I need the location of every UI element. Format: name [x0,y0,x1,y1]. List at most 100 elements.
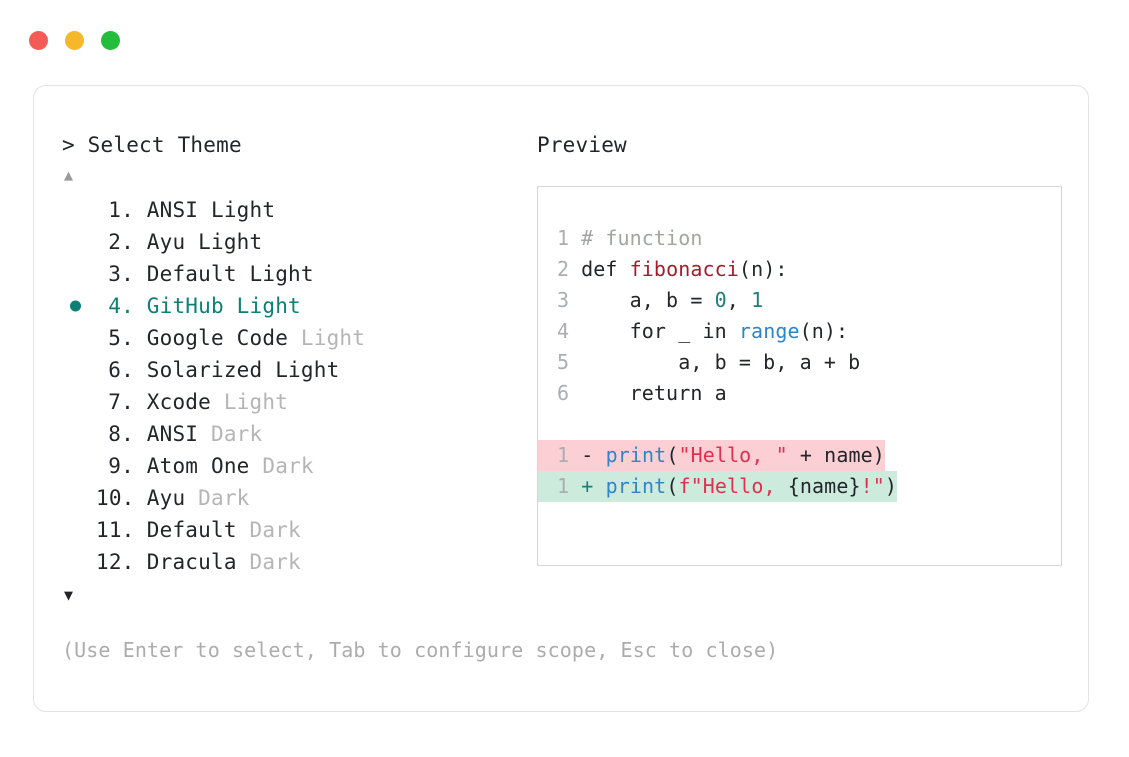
diff-row: 1 + print(f"Hello, {name}!") [538,471,1061,502]
theme-item-index: 3. [108,262,134,286]
code-token: 0 [714,288,727,312]
code-token: def [581,257,630,281]
theme-item-name: Google Code [133,326,289,350]
theme-list-item[interactable]: 9. Atom One Dark [62,450,532,482]
diff-block: 1 - print("Hello, " + name)1 + print(f"H… [538,440,1061,502]
diff-line-number: 1 [557,474,570,498]
scroll-down-icon[interactable]: ▼ [64,586,74,604]
theme-item-index: 5. [108,326,134,350]
code-line: 6 return a [538,378,1061,409]
theme-list-item[interactable]: 8. ANSI Dark [62,418,532,450]
code-token: , [726,288,752,312]
code-token: fibonacci [629,257,739,281]
code-token: a, b = b, a + b [581,350,861,374]
theme-item-index: 11. [96,518,135,542]
code-line-number: 5 [557,350,570,374]
code-line: 4 for _ in range(n): [538,316,1061,347]
code-line-number: 2 [557,257,570,281]
theme-item-variant: Light [198,198,276,222]
theme-item-variant: Light [185,230,263,254]
code-token: 1 [751,288,764,312]
theme-item-name: Xcode [133,390,211,414]
theme-item-index: 8. [108,422,134,446]
code-token: print [605,443,667,467]
theme-item-index: 4. [108,294,134,318]
code-token: "Hello, " [678,443,788,467]
minimize-window-button[interactable] [65,31,84,50]
theme-item-name: GitHub [133,294,224,318]
theme-item-variant: Dark [249,454,314,478]
scroll-up-icon[interactable]: ▲ [64,166,74,184]
theme-list-item[interactable]: 11. Default Dark [62,514,532,546]
close-window-button[interactable] [29,31,48,50]
diff-removed-line: 1 - print("Hello, " + name) [538,440,885,471]
theme-list-item[interactable]: 5. Google Code Light [62,322,532,354]
theme-item-name: Default [133,518,237,542]
maximize-window-button[interactable] [101,31,120,50]
theme-item-variant: Light [236,262,314,286]
theme-list-item[interactable]: 10. Ayu Dark [62,482,532,514]
theme-list-item[interactable]: 7. Xcode Light [62,386,532,418]
code-line: 1 # function [538,223,1061,254]
theme-list-item[interactable]: 6. Solarized Light [62,354,532,386]
theme-item-name: Dracula [133,550,237,574]
preview-code-box: 1 # function 2 def fibonacci (n): 3 a, b = 0,… [537,186,1062,566]
code-line-number: 6 [557,381,570,405]
theme-item-index: 1. [108,198,134,222]
theme-item-name: Ayu [133,230,186,254]
code-line-number: 1 [557,226,570,250]
theme-list-item[interactable]: 12. Dracula Dark [62,546,532,578]
theme-item-name: Default [133,262,237,286]
theme-item-index: 7. [108,390,134,414]
theme-item-variant: Dark [198,422,263,446]
code-token: for _ in [581,319,739,343]
code-line: 5 a, b = b, a + b [538,347,1061,378]
theme-item-variant: Dark [236,518,301,542]
diff-sign: - [569,443,606,467]
theme-item-name: ANSI [133,422,199,446]
theme-list-item[interactable]: 4. GitHub Light [62,290,532,322]
theme-item-index: 9. [108,454,134,478]
theme-item-index: 10. [96,486,135,510]
code-line: 3 a, b = 0, 1 [538,285,1061,316]
theme-list-item[interactable]: 2. Ayu Light [62,226,532,258]
theme-item-name: Ayu [133,486,186,510]
theme-item-index: 6. [108,358,134,382]
diff-added-line: 1 + print(f"Hello, {name}!") [538,471,898,502]
code-spacer [538,409,1061,440]
code-token: ( [666,474,679,498]
theme-item-index: 12. [96,550,135,574]
theme-item-variant: Light [262,358,340,382]
code-token: # function [581,226,703,250]
selected-bullet-icon [70,300,81,312]
code-token: {name} [787,474,861,498]
theme-item-variant: Light [288,326,366,350]
diff-sign: + [569,474,606,498]
theme-item-name: Solarized [133,358,263,382]
theme-list-item[interactable]: 3. Default Light [62,258,532,290]
theme-item-variant: Dark [236,550,301,574]
page-title: > Select Theme [62,133,242,157]
code-token: print [605,474,667,498]
window-traffic-lights [29,31,120,50]
code-token: range [738,319,800,343]
theme-list-item[interactable]: 1. ANSI Light [62,194,532,226]
theme-item-variant: Light [223,294,301,318]
keyboard-hint: (Use Enter to select, Tab to configure s… [62,638,779,662]
diff-line-number: 1 [557,443,570,467]
code-token: return a [581,381,727,405]
theme-item-index: 2. [108,230,134,254]
code-token: ( [666,443,679,467]
code-token: + name) [787,443,885,467]
code-token: (n): [799,319,849,343]
code-token: f"Hello, [678,474,788,498]
code-token: a, b = [581,288,715,312]
code-token: !" [860,474,885,498]
code-line-number: 4 [557,319,570,343]
theme-item-name: ANSI [133,198,199,222]
